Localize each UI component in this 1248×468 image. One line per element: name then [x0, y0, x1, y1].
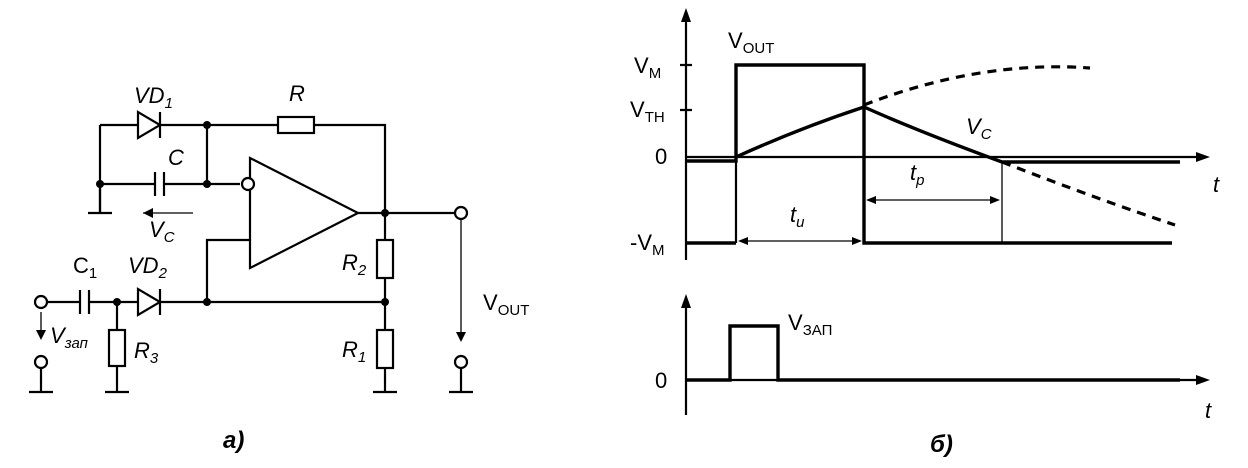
capacitor-c-symbol [153, 172, 166, 196]
label-tp: tр [910, 160, 924, 189]
ground-symbol [29, 368, 53, 394]
resistor-r-symbol [276, 115, 316, 135]
ground-symbol [105, 366, 129, 394]
y-axis-lower-arrowhead [681, 294, 691, 308]
resistor-r1-symbol [375, 328, 395, 370]
tp-arrowhead-right [990, 196, 1000, 204]
label-vd2: VD2 [128, 253, 168, 282]
label-vth: VTH [630, 97, 665, 126]
ground-symbol [88, 184, 112, 215]
junction [203, 298, 211, 306]
diode-vd1-symbol [136, 110, 163, 140]
output-ground-terminal [453, 354, 469, 370]
label-t-lower: t [1205, 398, 1212, 423]
vout-arrowhead [456, 332, 466, 342]
input-ground-terminal [33, 354, 49, 370]
opamp-triangle [248, 156, 361, 270]
resistor-r3-symbol [107, 328, 127, 368]
label-zero: 0 [655, 144, 667, 169]
vc-arrowhead [143, 208, 153, 218]
diode-vd2-symbol [136, 287, 163, 317]
ti-arrowhead-right [852, 237, 862, 245]
wire [314, 123, 387, 213]
y-axis-arrowhead [681, 8, 691, 22]
ti-arrowhead-left [738, 237, 748, 245]
label-r2: R2 [342, 250, 367, 279]
capacitor-c1-symbol [78, 290, 91, 314]
label-vzap-timing: VЗАП [788, 310, 832, 339]
vc-asymptote-lower [1001, 160, 1176, 227]
label-vd1: VD1 [134, 83, 173, 112]
inverting-input-circle [240, 176, 256, 192]
label-neg-vm: -VM [630, 230, 665, 259]
label-r: R [289, 81, 305, 106]
ground-symbol [449, 368, 473, 394]
vout-waveform [686, 63, 1172, 245]
label-vm: VM [634, 53, 661, 82]
x-axis-arrowhead [1196, 152, 1210, 162]
caption-a: а) [223, 427, 244, 454]
junction [203, 180, 211, 188]
y-ticks [680, 63, 692, 112]
label-c1: C1 [73, 253, 97, 282]
tp-arrowhead-left [866, 196, 876, 204]
label-vout: VOUT [483, 290, 529, 319]
x-axis-lower-arrowhead [1196, 375, 1210, 385]
resistor-r2-symbol [375, 238, 395, 280]
junction [96, 180, 104, 188]
noninverting-input-wire [205, 238, 250, 302]
label-c: C [168, 145, 184, 170]
label-vc: VC [149, 217, 175, 246]
vc-waveform [735, 105, 1180, 164]
circuit-schematic: VD1 R C VC C1 VD2 Vзап R3 R2 R1 VOUT а) [29, 81, 529, 454]
vzap-pulse [686, 324, 1180, 382]
label-r3: R3 [134, 338, 159, 367]
ground-symbol [373, 368, 397, 394]
vc-asymptote-upper [863, 65, 1091, 107]
label-ti: tи [790, 202, 805, 231]
input-terminal [33, 294, 49, 310]
label-vzap: Vзап [50, 323, 88, 352]
vzap-arrowhead [36, 330, 46, 340]
junction [203, 121, 211, 129]
timing-diagram: VOUT VM VTH 0 -VM VC tр tи t VЗАП 0 t б) [630, 8, 1220, 458]
label-vout-timing: VOUT [728, 28, 774, 57]
output-terminal [453, 205, 469, 221]
label-zero-lower: 0 [655, 368, 667, 393]
label-vc-timing: VC [966, 114, 992, 143]
label-t-upper: t [1213, 172, 1220, 197]
label-r1: R1 [342, 337, 366, 366]
caption-b: б) [930, 431, 953, 458]
